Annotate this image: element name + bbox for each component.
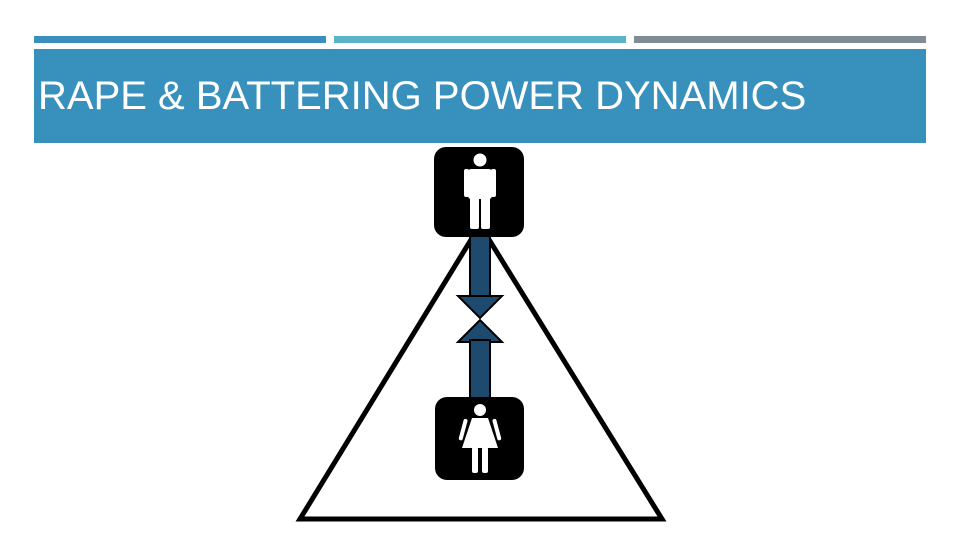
man-icon-box: [434, 147, 524, 237]
woman-icon: [458, 404, 502, 473]
woman-icon-box: [435, 397, 524, 480]
slide-title: RAPE & BATTERING POWER DYNAMICS: [38, 73, 807, 118]
accent-bar-left: [34, 36, 326, 43]
power-triangle: [295, 220, 667, 522]
accent-bar-middle: [334, 36, 626, 43]
title-band: RAPE & BATTERING POWER DYNAMICS: [34, 49, 926, 143]
man-icon: [464, 153, 496, 229]
accent-bar-right: [634, 36, 926, 43]
arrow-down-icon: [455, 231, 505, 320]
arrow-up-icon: [455, 318, 505, 403]
